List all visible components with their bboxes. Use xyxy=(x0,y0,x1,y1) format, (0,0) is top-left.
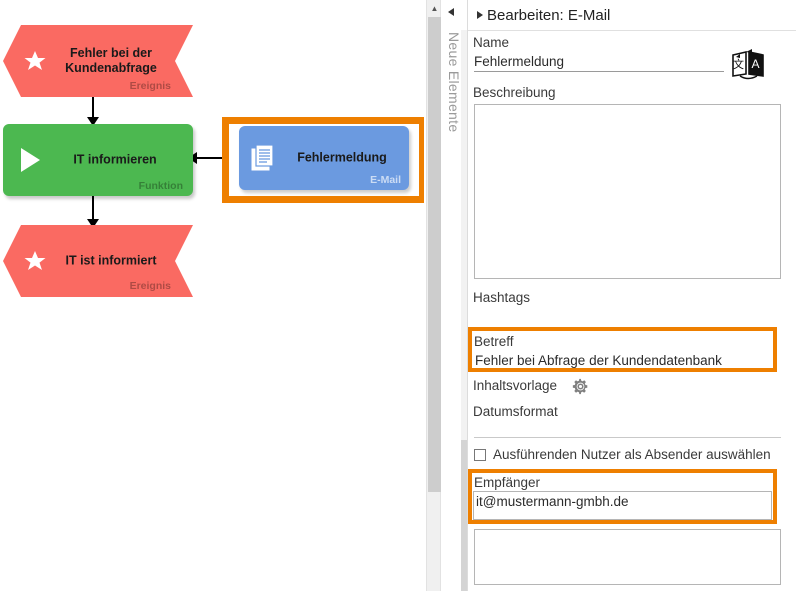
description-field-label: Beschreibung xyxy=(473,85,556,100)
document-icon xyxy=(251,144,274,171)
node-label: Fehlermeldung xyxy=(297,150,387,165)
gear-icon[interactable] xyxy=(572,378,589,395)
name-input[interactable]: Fehlermeldung xyxy=(474,54,724,72)
diagram-node-event-end[interactable]: IT ist informiert Ereignis xyxy=(3,225,193,297)
node-type-label: Ereignis xyxy=(129,280,171,292)
panel-header: Bearbeiten: E-Mail xyxy=(468,0,796,31)
node-label: Fehler bei der Kundenabfrage xyxy=(65,46,157,75)
play-icon xyxy=(21,148,40,172)
svg-text:A: A xyxy=(751,57,759,71)
connector-email-to-function xyxy=(196,157,246,159)
inhaltsvorlage-field-label: Inhaltsvorlage xyxy=(473,378,558,393)
hashtags-field-label[interactable]: Hashtags xyxy=(473,290,531,305)
connector-arrowhead-down-1 xyxy=(87,117,99,126)
connector-arrowhead-down-2 xyxy=(87,219,99,228)
connector-function-to-end xyxy=(92,192,94,222)
betreff-input[interactable]: Fehler bei Abfrage der Kundendatenbank xyxy=(475,353,722,368)
node-type-label: Funktion xyxy=(138,180,183,192)
scrollbar-thumb[interactable] xyxy=(428,17,441,492)
node-type-label: E-Mail xyxy=(370,174,401,186)
properties-panel: Bearbeiten: E-Mail Name Fehlermeldung 文 … xyxy=(468,0,796,591)
side-tab-label: Neue Elemente xyxy=(446,32,462,133)
name-field-label: Name xyxy=(473,35,510,50)
datumsformat-field-label[interactable]: Datumsformat xyxy=(473,404,558,419)
star-icon xyxy=(23,49,47,73)
scroll-up-arrow-icon[interactable]: ▲ xyxy=(430,3,439,13)
node-label: IT ist informiert xyxy=(65,253,157,268)
collapse-panel-arrow-icon[interactable] xyxy=(448,8,454,16)
svg-text:文: 文 xyxy=(733,57,744,71)
sender-checkbox[interactable] xyxy=(474,448,486,461)
empfaenger-input-box[interactable] xyxy=(473,491,772,520)
diagram-node-function[interactable]: IT informieren Funktion xyxy=(3,124,193,196)
panel-scroll-thumb[interactable] xyxy=(461,440,467,591)
recipient-list-textarea[interactable] xyxy=(474,529,781,585)
canvas-vertical-scrollbar[interactable]: ▲ xyxy=(426,0,441,591)
translate-icon[interactable]: 文 A xyxy=(730,48,766,80)
star-icon xyxy=(23,249,47,273)
node-label: IT informieren xyxy=(73,152,157,167)
connector-start-to-function xyxy=(92,92,94,120)
description-textarea[interactable] xyxy=(474,104,781,279)
section-divider xyxy=(474,437,781,438)
node-type-label: Ereignis xyxy=(129,80,171,92)
diagram-canvas[interactable]: Fehler bei der Kundenabfrage Ereignis IT… xyxy=(0,0,424,591)
betreff-highlight-frame xyxy=(468,327,777,372)
sender-checkbox-row[interactable]: Ausführenden Nutzer als Absender auswähl… xyxy=(474,447,771,462)
panel-title: Bearbeiten: E-Mail xyxy=(487,6,611,24)
panel-scroll-track[interactable] xyxy=(461,30,467,591)
diagram-node-event-start[interactable]: Fehler bei der Kundenabfrage Ereignis xyxy=(3,25,193,97)
diagram-node-email[interactable]: Fehlermeldung E-Mail xyxy=(239,126,409,190)
betreff-field-label: Betreff xyxy=(474,334,514,349)
empfaenger-input[interactable]: it@mustermann-gmbh.de xyxy=(476,494,629,509)
expand-section-arrow-icon[interactable] xyxy=(477,11,483,19)
sender-checkbox-label: Ausführenden Nutzer als Absender auswähl… xyxy=(493,447,771,462)
empfaenger-field-label: Empfänger xyxy=(474,475,541,490)
